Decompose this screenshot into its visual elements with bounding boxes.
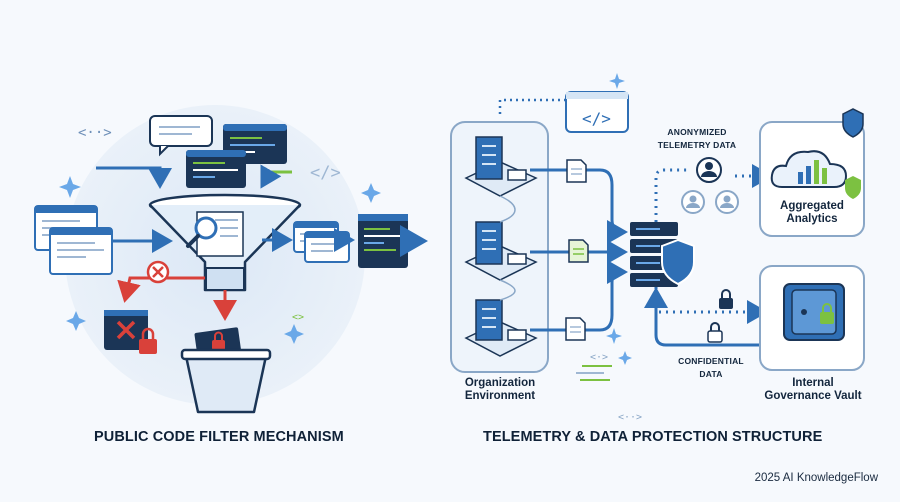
telemetry-label: ANONYMIZED TELEMETRY DATA	[642, 126, 752, 152]
vault-safe-icon	[783, 283, 845, 341]
lock-icon	[719, 289, 733, 309]
left-panel-title: PUBLIC CODE FILTER MECHANISM	[94, 429, 344, 445]
organization-label-line1: Organization	[464, 377, 536, 389]
confidential-label-line1: CONFIDENTIAL	[678, 356, 744, 366]
code-brackets-icon: <>	[292, 312, 304, 323]
right-panel-title: TELEMETRY & DATA PROTECTION STRUCTURE	[483, 429, 823, 445]
confidential-label-line2: DATA	[699, 369, 723, 379]
sparkle-icon	[59, 176, 81, 198]
code-window-icon: </>	[565, 91, 629, 133]
code-window-icon	[358, 214, 408, 268]
blocked-code-window-icon	[104, 310, 148, 350]
sparkle-icon	[284, 324, 304, 344]
cloud-chart-icon	[770, 150, 848, 188]
organization-label: Organization Environment	[456, 377, 544, 403]
user-avatar-icon	[681, 190, 705, 214]
vault-label: Internal Governance Vault	[758, 377, 868, 403]
sparkle-icon	[66, 311, 86, 331]
user-avatar-icon	[696, 157, 722, 183]
footer-credit: 2025 AI KnowledgeFlow	[754, 472, 878, 484]
code-brackets-icon: <··>	[618, 412, 642, 423]
server-stack-icon	[630, 222, 678, 287]
document-icon	[565, 317, 586, 341]
telemetry-label-line1: ANONYMIZED	[667, 127, 727, 137]
confidential-label: CONFIDENTIAL DATA	[666, 355, 756, 381]
sparkle-icon	[606, 328, 622, 344]
lock-icon	[707, 322, 723, 343]
code-window-icon	[186, 150, 246, 188]
telemetry-label-line2: TELEMETRY DATA	[657, 140, 737, 150]
office-building-icon	[464, 221, 538, 281]
document-icon	[566, 159, 587, 183]
reject-x-icon	[146, 260, 170, 284]
public-code-filter-panel: <··>	[34, 105, 428, 414]
user-avatar-icon	[715, 190, 739, 214]
lock-icon	[212, 331, 225, 350]
office-building-icon	[464, 299, 538, 357]
document-icon	[568, 239, 589, 263]
code-brackets-icon: <·>	[590, 352, 608, 363]
sparkle-icon	[361, 183, 381, 203]
discard-bin-icon	[180, 327, 272, 414]
chat-bubble-icon	[149, 115, 213, 157]
analytics-label-line2: Analytics	[786, 213, 838, 225]
telemetry-protection-panel: </>	[450, 73, 865, 423]
svg-text:</>: </>	[582, 109, 611, 128]
vault-label-line2: Governance Vault	[764, 390, 862, 402]
shield-icon	[661, 238, 695, 286]
document-window-icon	[304, 231, 350, 263]
sparkle-icon	[618, 351, 632, 365]
shield-icon	[842, 108, 864, 138]
office-building-icon	[464, 136, 538, 197]
code-brackets-icon: </>	[310, 163, 341, 183]
analytics-label: Aggregated Analytics	[762, 200, 862, 226]
document-window-icon	[49, 227, 113, 275]
sparkle-icon	[609, 73, 625, 89]
shield-icon	[845, 176, 861, 199]
vault-label-line1: Internal	[792, 377, 834, 389]
lock-icon	[139, 327, 157, 354]
organization-label-line2: Environment	[464, 390, 536, 402]
analytics-label-line1: Aggregated	[780, 200, 844, 212]
magnifier-icon	[186, 216, 218, 248]
code-brackets-icon: <··>	[78, 125, 112, 141]
